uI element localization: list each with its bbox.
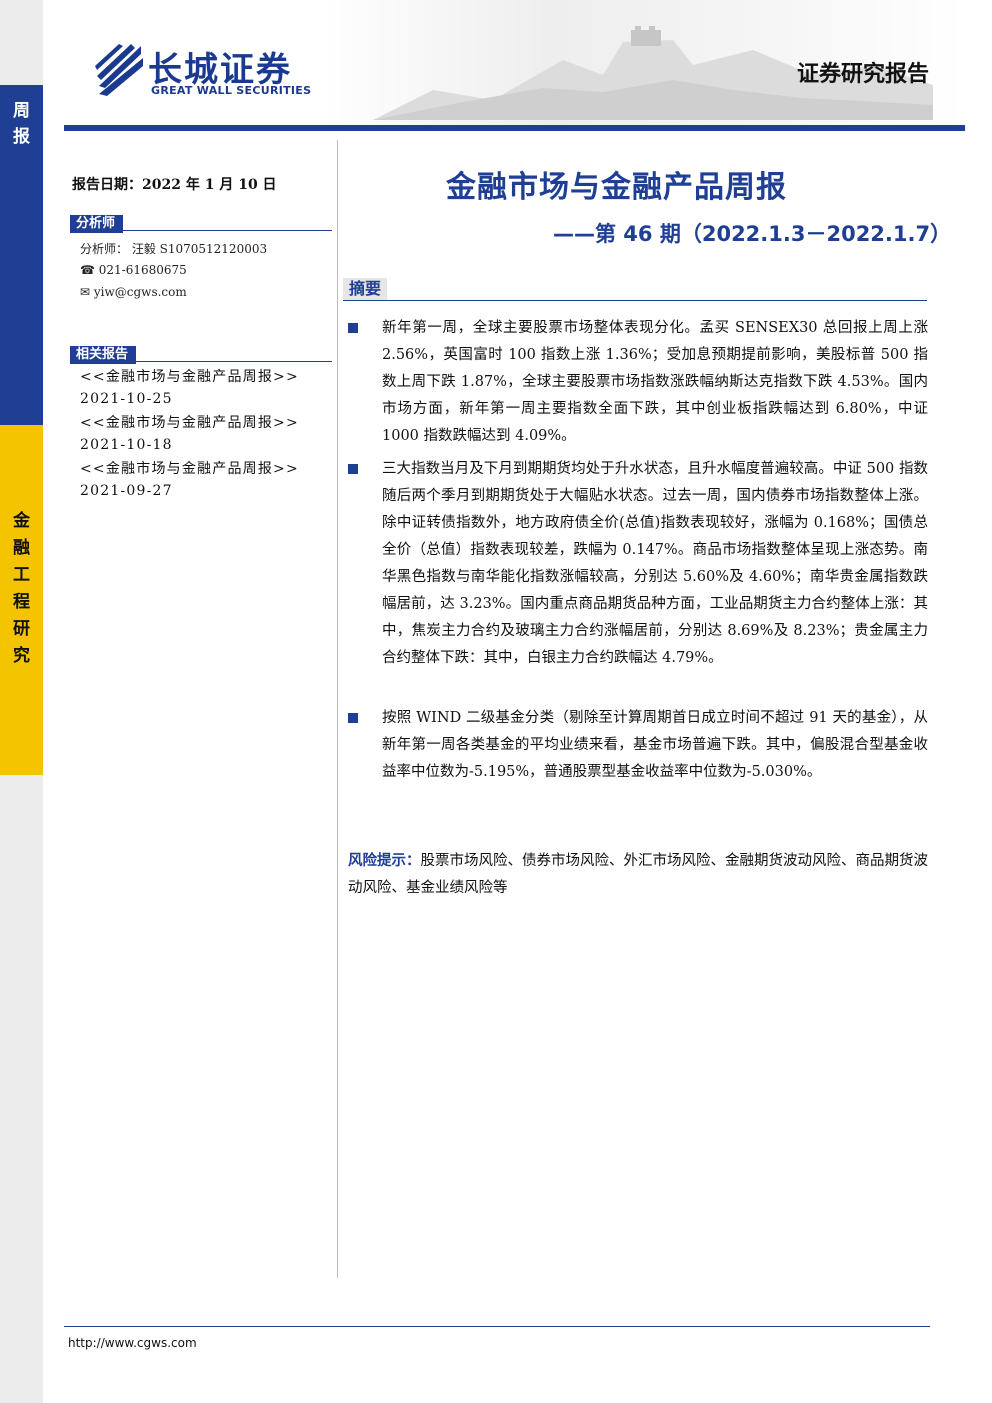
bullet-square-icon [348, 464, 358, 474]
related-report-item[interactable]: <<金融市场与金融产品周报>> 2021-10-25 [80, 369, 299, 407]
report-title: 金融市场与金融产品周报 [446, 170, 787, 205]
analyst-section-label: 分析师 [70, 215, 124, 233]
footer-url-link[interactable]: http://www.cgws.com [68, 1336, 197, 1350]
report-type-label: 证券研究报告 [796, 62, 929, 87]
analyst-name: 分析师： 汪毅 S1070512120003 [80, 242, 268, 256]
bullet-square-icon [348, 713, 358, 723]
abstract-paragraph: 按照 WIND 二级基金分类（剔除至计算周期首日成立时间不超过 91 天的基金）… [382, 710, 928, 780]
company-logo-cn: 长城证券 [148, 50, 292, 90]
abstract-label: 摘要 [343, 278, 388, 300]
report-date: 报告日期：2022 年 1 月 10 日 [72, 177, 277, 193]
company-logo-en: GREAT WALL SECURITIES [151, 84, 312, 97]
abstract-section-header: 摘要 [343, 278, 927, 301]
related-reports-header: 相关报告 [70, 343, 332, 364]
great-wall-mountain-image [373, 26, 933, 120]
side-strip-yellow-block [0, 425, 43, 775]
related-report-item[interactable]: <<金融市场与金融产品周报>> 2021-10-18 [80, 415, 299, 453]
abstract-paragraph: 新年第一周，全球主要股票市场整体表现分化。孟买 SENSEX30 总回报上周上涨… [382, 320, 928, 444]
analyst-email-link[interactable]: yiw@cgws.com [93, 285, 187, 299]
analyst-section-header: 分析师 [70, 212, 332, 233]
company-logo-icon [95, 44, 143, 96]
page-header: 长城证券 GREAT WALL SECURITIES 证券研究报告 [43, 0, 965, 128]
report-subtitle: ——第 46 期（2022.1.3－2022.1.7） [553, 222, 952, 246]
risk-warning: 风险提示：股票市场风险、债券市场风险、外汇市场风险、金融期货波动风险、商品期货波… [348, 848, 928, 902]
analyst-email: ✉ yiw@cgws.com [80, 285, 187, 299]
related-report-item[interactable]: <<金融市场与金融产品周报>> 2021-09-27 [80, 461, 299, 499]
phone-icon: ☎ [80, 263, 95, 277]
footer-divider [64, 1326, 930, 1327]
column-divider [337, 140, 338, 1278]
risk-warning-text: 股票市场风险、债券市场风险、外汇市场风险、金融期货波动风险、商品期货波动风险、基… [348, 853, 928, 896]
header-divider [64, 125, 965, 131]
abstract-paragraph: 三大指数当月及下月到期期货均处于升水状态，且升水幅度普遍较高。中证 500 指数… [382, 461, 928, 666]
related-reports-label: 相关报告 [70, 346, 137, 364]
report-category-label: 周 报 [13, 101, 30, 147]
side-strip-blue-block [0, 85, 43, 425]
email-icon: ✉ [80, 285, 91, 299]
analyst-phone: ☎ 021-61680675 [80, 263, 187, 277]
bullet-square-icon [348, 323, 358, 333]
research-area-label: 金 融 工 程 研 究 [13, 511, 30, 666]
risk-warning-label: 风险提示： [348, 853, 421, 869]
